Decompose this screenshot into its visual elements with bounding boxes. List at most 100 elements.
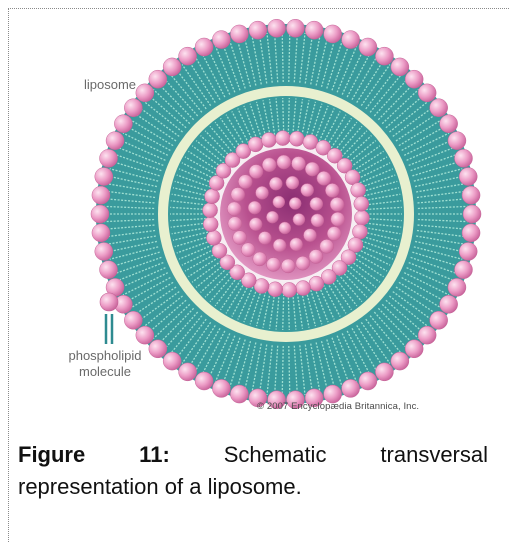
phospholipid-head [258, 231, 271, 244]
phospholipid-head [296, 256, 310, 270]
phospholipid-head [463, 205, 481, 223]
phospholipid-head [249, 165, 263, 179]
phospholipid-head [359, 38, 377, 56]
phospholipid-head [309, 276, 324, 291]
phospholipid-head [163, 58, 181, 76]
phospholipid-head [262, 158, 276, 172]
phospholipid-head [311, 214, 324, 227]
phospholipid-head [205, 189, 220, 204]
phospholipid-head [305, 21, 323, 39]
phospholipid-head [230, 25, 248, 43]
phospholipid-molecule-icon [100, 293, 118, 344]
phospholipid-head [149, 70, 167, 88]
phospholipid-head [241, 243, 255, 257]
phospholipid-head [418, 326, 436, 344]
phospholipid-head [266, 211, 278, 223]
phospholipid-head [95, 242, 113, 260]
phospholipid-head [391, 58, 409, 76]
phospholipid-head [114, 115, 132, 133]
phospholipid-head [351, 183, 366, 198]
frame-top-border [8, 8, 509, 9]
phospholipid-head [459, 168, 477, 186]
phospholipid-head [268, 282, 283, 297]
phospholipid-head [405, 340, 423, 358]
phospholipid-head [267, 257, 281, 271]
phospholipid-head [91, 205, 109, 223]
phospholipid-head [179, 47, 197, 65]
phospholipid-head [248, 201, 261, 214]
phospholipid-head [268, 19, 286, 37]
phospholipid-head [277, 155, 291, 169]
phospholipid-head [342, 379, 360, 397]
phospholipid-head [327, 227, 341, 241]
phospholipid-head [203, 217, 218, 232]
phospholipid-head [261, 132, 276, 147]
phospholipid-head [375, 363, 393, 381]
phospholipid-head [290, 238, 303, 251]
phospholipid-head [292, 157, 306, 171]
phospholipid-head [273, 196, 285, 208]
phospholipid-head [354, 196, 369, 211]
phospholipid-head [331, 212, 345, 226]
phospholipid-head [418, 84, 436, 102]
phospholipid-head [92, 186, 110, 204]
phospholipid-head [231, 187, 245, 201]
phospholipid-head [195, 38, 213, 56]
phospholipid-head [227, 202, 241, 216]
phospholipid-head [405, 70, 423, 88]
phospholipid-head [317, 171, 331, 185]
phospholipid-head [352, 224, 367, 239]
molecule-label-line2: molecule [50, 364, 160, 380]
phospholipid-head [282, 282, 297, 297]
phospholipid-head [440, 295, 458, 313]
phospholipid-head [309, 250, 323, 264]
phospholipid-head [462, 186, 480, 204]
phospholipid-head [354, 210, 369, 225]
phospholipid-head [179, 363, 197, 381]
phospholipid-head [281, 259, 295, 273]
phospholipid-head [320, 239, 334, 253]
phospholipid-head [203, 203, 218, 218]
phospholipid-head [269, 177, 282, 190]
phospholipid-head [289, 131, 304, 146]
phospholipid-head [375, 47, 393, 65]
phospholipid-head [238, 175, 252, 189]
molecule-label-line1: phospholipid [50, 348, 160, 364]
phospholipid-head [301, 184, 314, 197]
phospholipid-head [100, 261, 118, 279]
phospholipid-head [310, 197, 323, 210]
phospholipid-head [212, 31, 230, 49]
phospholipid-head [273, 239, 286, 252]
phospholipid-head [325, 183, 339, 197]
phospholipid-head [100, 149, 118, 167]
phospholipid-head [136, 84, 154, 102]
phospholipid-head [206, 230, 221, 245]
phospholipid-head [286, 176, 299, 189]
phospholipid-head [230, 385, 248, 403]
phospholipid-head [324, 25, 342, 43]
phospholipid-head [296, 281, 311, 296]
phospholipid-head [459, 242, 477, 260]
phospholipid-head [286, 19, 304, 37]
phospholipid-head [195, 372, 213, 390]
phospholipid-head [136, 326, 154, 344]
phospholipid-head [124, 99, 142, 117]
phospholipid-head [163, 352, 181, 370]
phospholipid-head [233, 231, 247, 245]
phospholipid-head [448, 132, 466, 150]
phospholipid-head [430, 99, 448, 117]
phospholipid-head [95, 168, 113, 186]
phospholipid-head [249, 21, 267, 39]
phospholipid-head [293, 213, 305, 225]
phospholipid-head [279, 222, 291, 234]
phospholipid-head [212, 379, 230, 397]
phospholipid-head [454, 261, 472, 279]
phospholipid-head [228, 217, 242, 231]
phospholipid-head [253, 252, 267, 266]
phospholipid-head [391, 352, 409, 370]
liposome-label: liposome [84, 77, 136, 92]
figure-label: Figure 11: [18, 442, 170, 467]
phospholipid-head [124, 311, 142, 329]
phospholipid-head [330, 197, 344, 211]
copyright-notice: © 2007 Encyclopædia Britannica, Inc. [257, 401, 419, 412]
